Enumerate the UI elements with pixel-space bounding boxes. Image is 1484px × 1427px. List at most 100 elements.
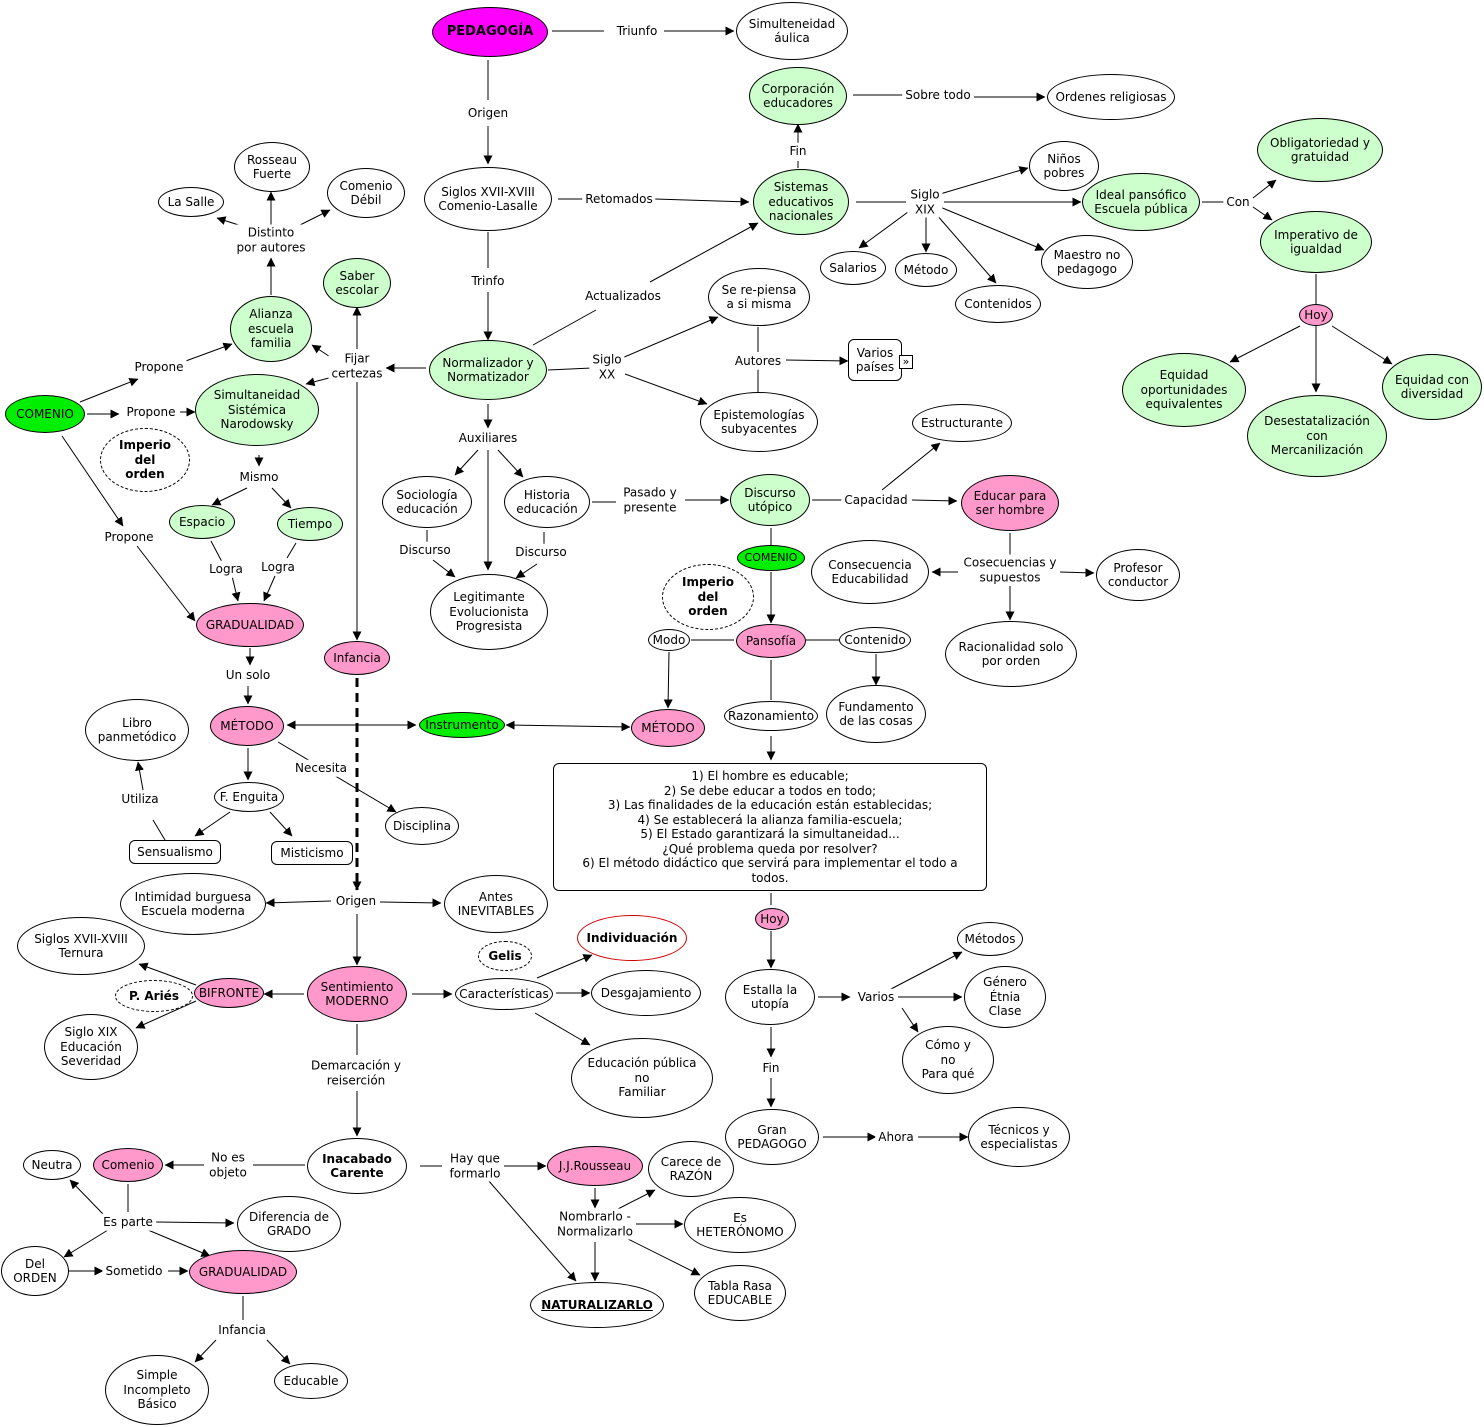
node-lasalle: La Salle xyxy=(158,187,224,217)
label-pasado: Pasado y presente xyxy=(620,484,680,516)
node-neutra: Neutra xyxy=(23,1150,81,1180)
node-diferencia: Diferencia de GRADO xyxy=(237,1196,341,1252)
connector-line xyxy=(265,898,332,908)
node-aries: P. Ariés xyxy=(115,980,193,1012)
node-instrumento: Instrumento xyxy=(419,712,505,738)
label-varios: Varios xyxy=(854,988,898,1006)
node-siglo-xix-educacion: Siglo XIX Educación Severidad xyxy=(44,1014,138,1080)
connector-line xyxy=(532,309,597,346)
node-comenio-1: COMENIO xyxy=(5,395,85,433)
node-estalla: Estalla la utopía xyxy=(725,969,815,1025)
label-infancia-2: Infancia xyxy=(215,1321,269,1339)
node-epistemologias: Epistemologías subyacentes xyxy=(700,392,818,452)
node-rousseau: J.J.Rousseau xyxy=(547,1146,643,1186)
connector-line xyxy=(231,575,241,602)
label-nombrarlo: Nombrarlo - Normalizarlo xyxy=(553,1208,637,1240)
connector-line xyxy=(663,651,673,709)
connector-line xyxy=(63,1229,109,1258)
node-comenio-debil: Comenio Débil xyxy=(327,168,405,218)
label-propone-1: Propone xyxy=(131,358,187,376)
connector-line xyxy=(379,898,442,908)
connector-line xyxy=(515,563,538,579)
node-carece: Carece de RAZÓN xyxy=(648,1141,734,1197)
node-tabla: Tabla Rasa EDUCABLE xyxy=(694,1265,786,1321)
node-individuacion: Individuación xyxy=(577,915,687,961)
label-cosecuencias: Cosecuencias y supuestos xyxy=(960,554,1060,586)
label-origen-2: Origen xyxy=(332,892,380,910)
label-capacidad: Capacidad xyxy=(841,491,911,509)
node-hoy-2: Hoy xyxy=(755,908,789,930)
node-pansofia: Pansofía xyxy=(736,624,806,658)
node-discurso-utopico: Discurso utópico xyxy=(730,474,810,526)
connector-line xyxy=(454,449,479,476)
node-obligatoriedad: Obligatoriedad y gratuidad xyxy=(1257,118,1383,182)
node-siglos-xvii: Siglos XVII-XVIII Comenio-Lasalle xyxy=(424,167,552,231)
node-gradualidad-1: GRADUALIDAD xyxy=(196,603,304,647)
label-siglo-xx: Siglo XX xyxy=(589,351,625,383)
node-sentimiento: Sentimiento MODERNO xyxy=(307,966,407,1022)
node-bifronte: BIFRONTE xyxy=(194,978,264,1008)
node-infancia-1: Infancia xyxy=(324,641,390,675)
connector-line xyxy=(935,213,997,284)
connector-line xyxy=(654,197,750,207)
node-imperativo: Imperativo de igualdad xyxy=(1260,211,1372,273)
node-contenido: Contenido xyxy=(839,627,911,653)
label-un-solo: Un solo xyxy=(222,666,274,684)
node-comenio-2: COMENIO xyxy=(737,545,805,571)
connector-line xyxy=(136,545,196,622)
label-sobre-todo: Sobre todo xyxy=(902,86,974,104)
label-sometido: Sometido xyxy=(102,1262,166,1280)
node-disciplina: Disciplina xyxy=(385,807,459,845)
connector-line xyxy=(911,496,958,506)
node-enguita: F. Enguita xyxy=(214,782,284,812)
expand-tag-icon[interactable]: » xyxy=(899,355,913,369)
node-misticismo: Misticismo xyxy=(271,841,353,865)
label-hay-que: Hay que formarlo xyxy=(446,1150,504,1182)
label-propone-3: Propone xyxy=(101,528,157,546)
label-es-parte: Es parte xyxy=(100,1213,156,1231)
node-razonamiento: Razonamiento xyxy=(724,701,818,731)
node-heteronomo: Es HETERÓNOMO xyxy=(684,1197,796,1253)
connector-line xyxy=(1252,179,1277,199)
connector-line xyxy=(269,811,293,837)
connector-line xyxy=(487,1179,577,1282)
connector-line xyxy=(939,206,1045,251)
node-naturalizarlo: NATURALIZARLO xyxy=(530,1282,664,1328)
connector-line xyxy=(138,962,197,986)
connector-line xyxy=(858,211,909,249)
node-antes: Antes INEVITABLES xyxy=(444,875,548,933)
connector-line xyxy=(211,487,248,506)
label-necesita: Necesita xyxy=(292,759,350,777)
connector-line xyxy=(182,342,233,363)
node-pedagogia: PEDAGOGÍA xyxy=(432,7,548,57)
connector-line xyxy=(625,1237,701,1276)
label-fin-1: Fin xyxy=(786,142,810,160)
connector-line xyxy=(277,741,397,813)
label-autores: Autores xyxy=(731,352,785,370)
connector-line xyxy=(194,1339,217,1363)
node-gelis: Gelis xyxy=(478,941,532,971)
connector-line xyxy=(1229,325,1301,363)
label-propone-2: Propone xyxy=(123,403,179,421)
node-modo: Modo xyxy=(648,629,690,651)
node-caracteristicas: Características xyxy=(455,978,553,1010)
node-gradualidad-2: GRADUALIDAD xyxy=(189,1250,297,1294)
connector-line xyxy=(901,1007,919,1033)
node-rosseau: Rosseau Fuerte xyxy=(234,142,310,192)
node-equidad-diversidad: Equidad con diversidad xyxy=(1382,354,1482,420)
connector-line xyxy=(881,442,941,491)
connector-line xyxy=(61,435,124,527)
node-estructurante: Estructurante xyxy=(912,404,1012,442)
label-fijar: Fijar certezas xyxy=(328,350,386,382)
node-principles-list: 1) El hombre es educable; 2) Se debe edu… xyxy=(553,763,987,891)
label-fin-2: Fin xyxy=(759,1059,783,1077)
connector-line xyxy=(785,356,849,366)
connector-line xyxy=(939,166,1029,195)
node-metodo-2: MÉTODO xyxy=(631,709,705,747)
label-utiliza: Utiliza xyxy=(118,790,162,808)
connector-line xyxy=(194,811,231,837)
node-normalizador: Normalizador y Normatizador xyxy=(429,340,547,400)
connector-line xyxy=(79,377,139,403)
node-metodos: Métodos xyxy=(957,922,1023,956)
connector-line xyxy=(147,1229,211,1257)
